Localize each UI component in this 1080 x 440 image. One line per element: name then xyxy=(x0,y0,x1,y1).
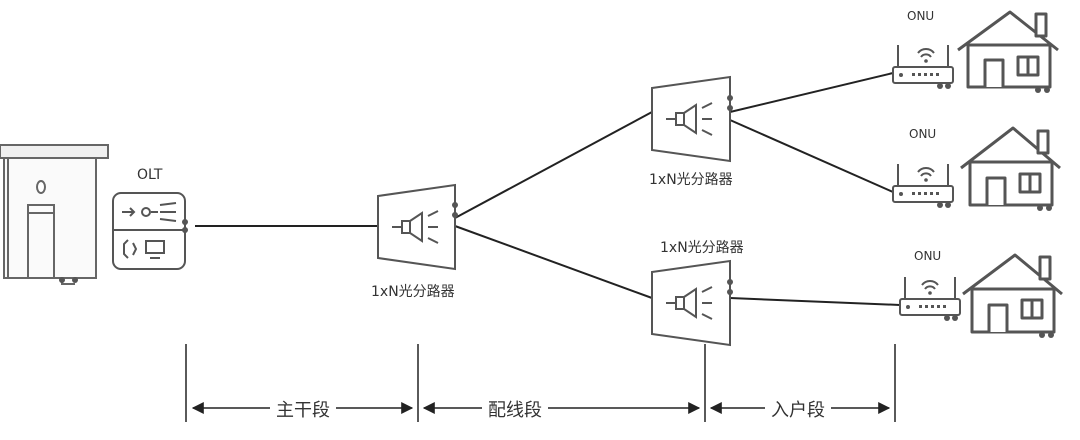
fiber-links xyxy=(195,72,901,306)
link-upper-to-onu-2 xyxy=(729,119,894,193)
olt-device-icon xyxy=(112,192,188,270)
drop-segment-label: 入户段 xyxy=(765,396,831,422)
onu-3-label: ONU xyxy=(914,249,942,263)
segment-boundaries xyxy=(185,344,896,422)
link-main-to-lower-splitter xyxy=(454,225,653,299)
house-1-icon xyxy=(957,10,1059,93)
splitter-upper-label: 1xN光分路器 xyxy=(649,172,733,188)
onu-2-icon xyxy=(892,164,954,208)
link-main-to-upper-splitter xyxy=(454,111,653,219)
splitter-lower-label: 1xN光分路器 xyxy=(660,240,744,256)
link-upper-to-onu-1 xyxy=(729,72,894,113)
splitter-main-label: 1xN光分路器 xyxy=(371,284,455,300)
house-2-icon xyxy=(960,126,1061,211)
trunk-segment-label: 主干段 xyxy=(270,396,336,422)
onu-2-label: ONU xyxy=(909,127,937,141)
onu-3-icon xyxy=(899,277,961,321)
house-3-icon xyxy=(962,253,1063,338)
distribution-segment-label: 配线段 xyxy=(482,396,548,422)
onu-1-label: ONU xyxy=(907,9,935,23)
link-lower-to-onu-3 xyxy=(729,297,901,306)
splitter-main-icon xyxy=(377,183,458,271)
splitter-lower-icon xyxy=(651,259,733,347)
splitter-upper-icon xyxy=(651,75,733,163)
onu-1-icon xyxy=(892,45,954,89)
central-office-icon xyxy=(0,144,109,285)
olt-label: OLT xyxy=(137,167,163,183)
